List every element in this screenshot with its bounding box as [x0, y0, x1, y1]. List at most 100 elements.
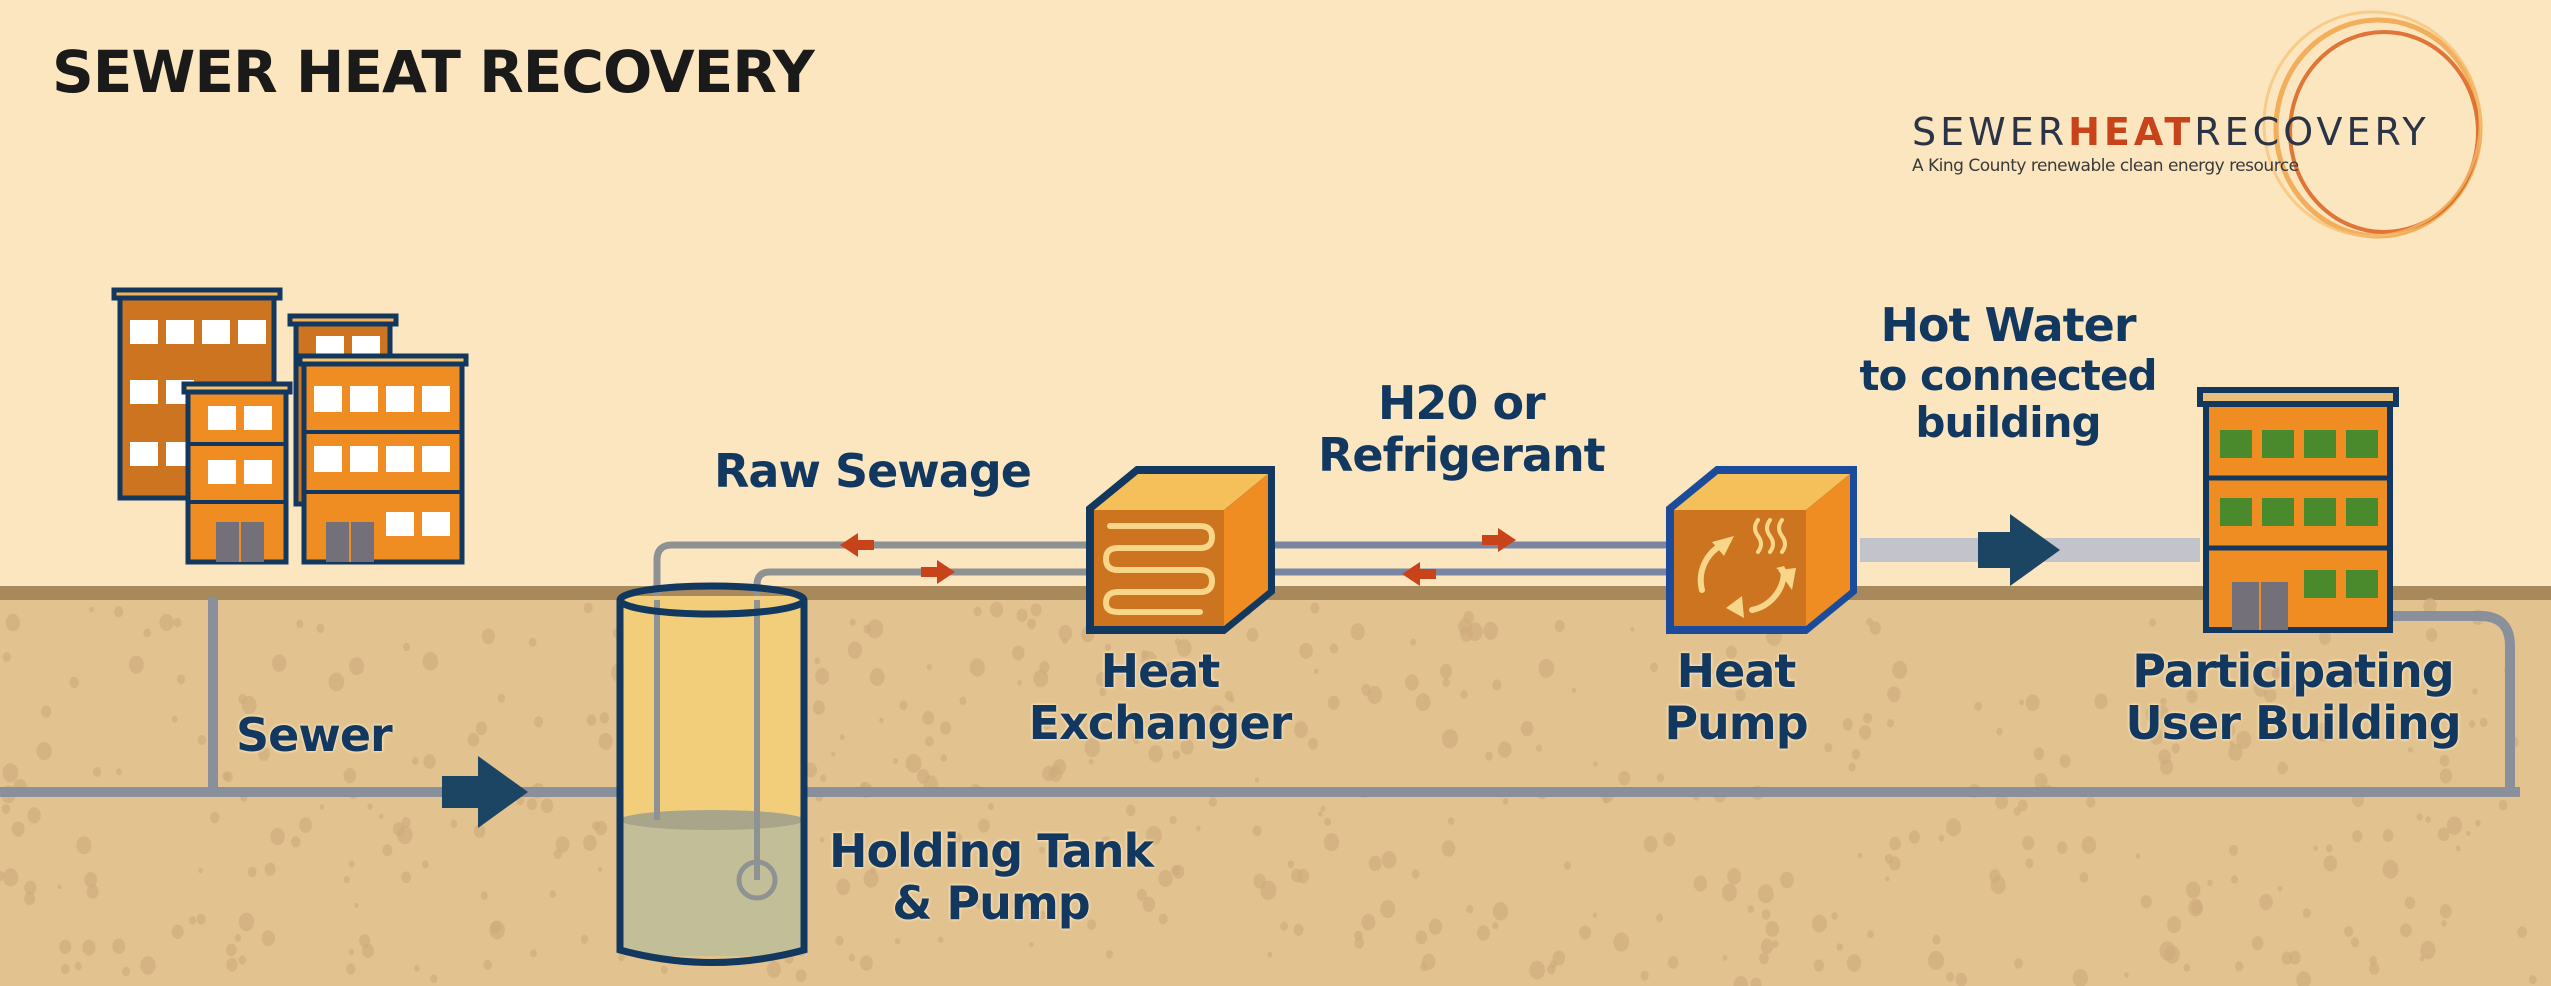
soil-speckle: [238, 955, 246, 965]
soil-speckle: [959, 696, 967, 705]
soil-speckle: [660, 965, 668, 975]
soil-speckle: [2259, 894, 2273, 911]
soil-speckle: [2517, 926, 2528, 938]
soil-speckle: [122, 966, 130, 977]
soil-speckle: [1725, 645, 1737, 659]
return-pipe: [2390, 611, 2515, 792]
participating-building-label: Participating User Building: [2108, 645, 2478, 749]
soil-speckle: [880, 862, 886, 869]
soil-speckle: [1492, 922, 1499, 930]
soil-speckle: [1593, 761, 1598, 767]
soil-speckle: [270, 828, 285, 846]
soil-speckle: [2345, 666, 2361, 685]
soil-speckle: [2421, 668, 2429, 676]
soil-speckle: [1318, 811, 1323, 817]
soil-speckle: [1196, 825, 1201, 832]
soil-speckle: [346, 963, 356, 975]
soil-speckle: [1405, 674, 1419, 691]
soil-speckle: [894, 938, 901, 945]
soil-speckle: [0, 870, 5, 882]
soil-speckle: [291, 836, 301, 848]
soil-speckle: [5, 613, 21, 632]
soil-speckle: [598, 733, 613, 750]
soil-speckle: [978, 818, 990, 833]
soil-speckle: [296, 619, 304, 628]
soil-speckle: [2277, 761, 2288, 775]
soil-speckle: [1105, 950, 1113, 959]
soil-speckle: [2400, 923, 2412, 938]
soil-speckle: [1946, 972, 1955, 982]
soil-speckle: [2419, 955, 2425, 962]
soil-speckle: [1780, 871, 1794, 889]
soil-speckle: [526, 798, 537, 811]
soil-speckle: [2398, 725, 2410, 740]
soil-speckle: [939, 721, 952, 735]
soil-speckle: [1229, 696, 1235, 703]
soil-speckle: [377, 731, 382, 737]
soil-speckle: [1053, 841, 1060, 849]
logo-ring-icon: [2262, 10, 2483, 239]
soil-speckle: [2369, 962, 2380, 975]
soil-speckle: [2156, 705, 2169, 720]
soil-speckle: [1033, 669, 1049, 688]
soil-speckle: [1029, 941, 1034, 948]
soil-speckle: [940, 754, 947, 762]
soil-speckle: [905, 753, 922, 773]
soil-speckle: [2140, 895, 2152, 909]
soil-speckle: [2479, 717, 2488, 727]
soil-speckle: [2022, 835, 2035, 851]
soil-speckle: [1908, 830, 1920, 844]
soil-speckle: [1294, 721, 1308, 738]
soil-speckle: [1466, 905, 1474, 914]
soil-speckle: [2416, 813, 2423, 821]
soil-speckle: [82, 939, 96, 956]
soil-speckle: [247, 866, 257, 878]
heat-exchanger-line1: Heat: [1100, 644, 1221, 698]
soil-speckle: [1757, 884, 1774, 904]
soil-speckle: [1885, 876, 1890, 882]
logo-word-heat: HEAT: [2068, 110, 2195, 154]
soil-speckle: [1267, 951, 1273, 958]
soil-speckle: [555, 836, 570, 853]
soil-speckle: [528, 637, 537, 648]
soil-speckle: [2019, 699, 2024, 706]
soil-speckle: [2057, 841, 2068, 854]
sewer-heat-recovery-logo: SEWERHEATRECOVERY A King County renewabl…: [1912, 110, 2430, 176]
soil-speckle: [1630, 627, 1635, 632]
soil-speckle: [2159, 941, 2176, 961]
soil-speckle: [223, 771, 233, 783]
soil-speckle: [57, 884, 62, 890]
soil-speckle: [2081, 836, 2097, 854]
soil-speckle: [2472, 688, 2478, 695]
heat-pump-icon: [1666, 466, 1857, 634]
soil-speckle: [114, 606, 124, 618]
soil-speckle: [480, 891, 488, 900]
soil-speckle: [1308, 737, 1318, 750]
soil-speckle: [1329, 643, 1339, 654]
soil-speckle: [2293, 679, 2304, 692]
soil-speckle: [2439, 754, 2450, 767]
soil-speckle: [2207, 879, 2213, 887]
soil-speckle: [1254, 777, 1260, 783]
soil-speckle: [1887, 686, 1901, 703]
soil-speckle: [1656, 913, 1664, 922]
heat-pump-line1: Heat: [1676, 644, 1797, 698]
soil-speckle: [89, 606, 94, 613]
soil-speckle: [2191, 900, 2203, 914]
sewer-label: Sewer: [236, 709, 393, 762]
soil-speckle: [11, 821, 25, 837]
soil-speckle: [1208, 797, 1217, 807]
soil-speckle: [189, 916, 197, 925]
soil-speckle: [176, 674, 186, 685]
refrigerant-loop: [1231, 541, 1694, 576]
soil-speckle: [1415, 930, 1428, 945]
soil-speckle: [598, 866, 603, 872]
soil-speckle: [1180, 738, 1194, 755]
soil-speckle: [1498, 741, 1512, 758]
holding-tank-line2: & Pump: [892, 875, 1090, 930]
soil-speckle: [599, 712, 610, 724]
soil-speckle: [1735, 688, 1746, 702]
heat-exchanger-icon: [1086, 466, 1275, 634]
soil-speckle: [467, 732, 480, 747]
